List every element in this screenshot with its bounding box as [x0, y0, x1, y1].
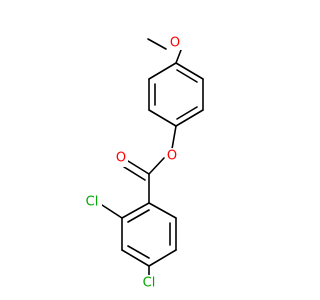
bond-ring-ester-oxygen: [171, 125, 177, 150]
bond-top-ring-1: [175, 62, 204, 80]
atom-oxygen-methoxy: O: [170, 36, 180, 51]
atom-chlorine-ortho: Cl: [86, 195, 99, 210]
bond-bottom-ring-4: [148, 249, 177, 267]
bond-oxygen-ring-top: [175, 49, 182, 64]
atom-chlorine-para: Cl: [143, 276, 156, 291]
bond-bottom-ring-3: [121, 249, 150, 267]
bond-carbonyl-double-1: [127, 160, 150, 175]
bond-ester-oxygen-carbonyl: [148, 157, 165, 175]
bond-bottom-ring-1: [121, 202, 150, 219]
atom-oxygen-carbonyl: O: [116, 151, 126, 166]
bond-ortho-chlorine: [101, 204, 123, 219]
atom-oxygen-ester: O: [167, 149, 177, 164]
bond-top-ring-4: [148, 109, 177, 127]
bond-top-ring-6: [148, 62, 177, 80]
bond-top-ring-3: [175, 109, 204, 127]
structure-diagram: O O O Cl Cl: [82, 34, 204, 291]
bond-bottom-ring-6: [148, 202, 177, 219]
bond-layer: [101, 38, 204, 278]
bond-bottom-ring-inner-1: [127, 209, 150, 223]
molecule-canvas: O O O Cl Cl: [82, 34, 204, 291]
bond-methyl-oxygen: [147, 38, 167, 50]
atom-layer: O O O Cl Cl: [82, 34, 182, 291]
bond-top-ring-inner-1: [176, 69, 198, 83]
bond-carbonyl-double-2: [123, 166, 146, 181]
bond-bottom-ring-inner-2: [127, 245, 150, 259]
bond-top-ring-inner-2: [176, 106, 198, 120]
